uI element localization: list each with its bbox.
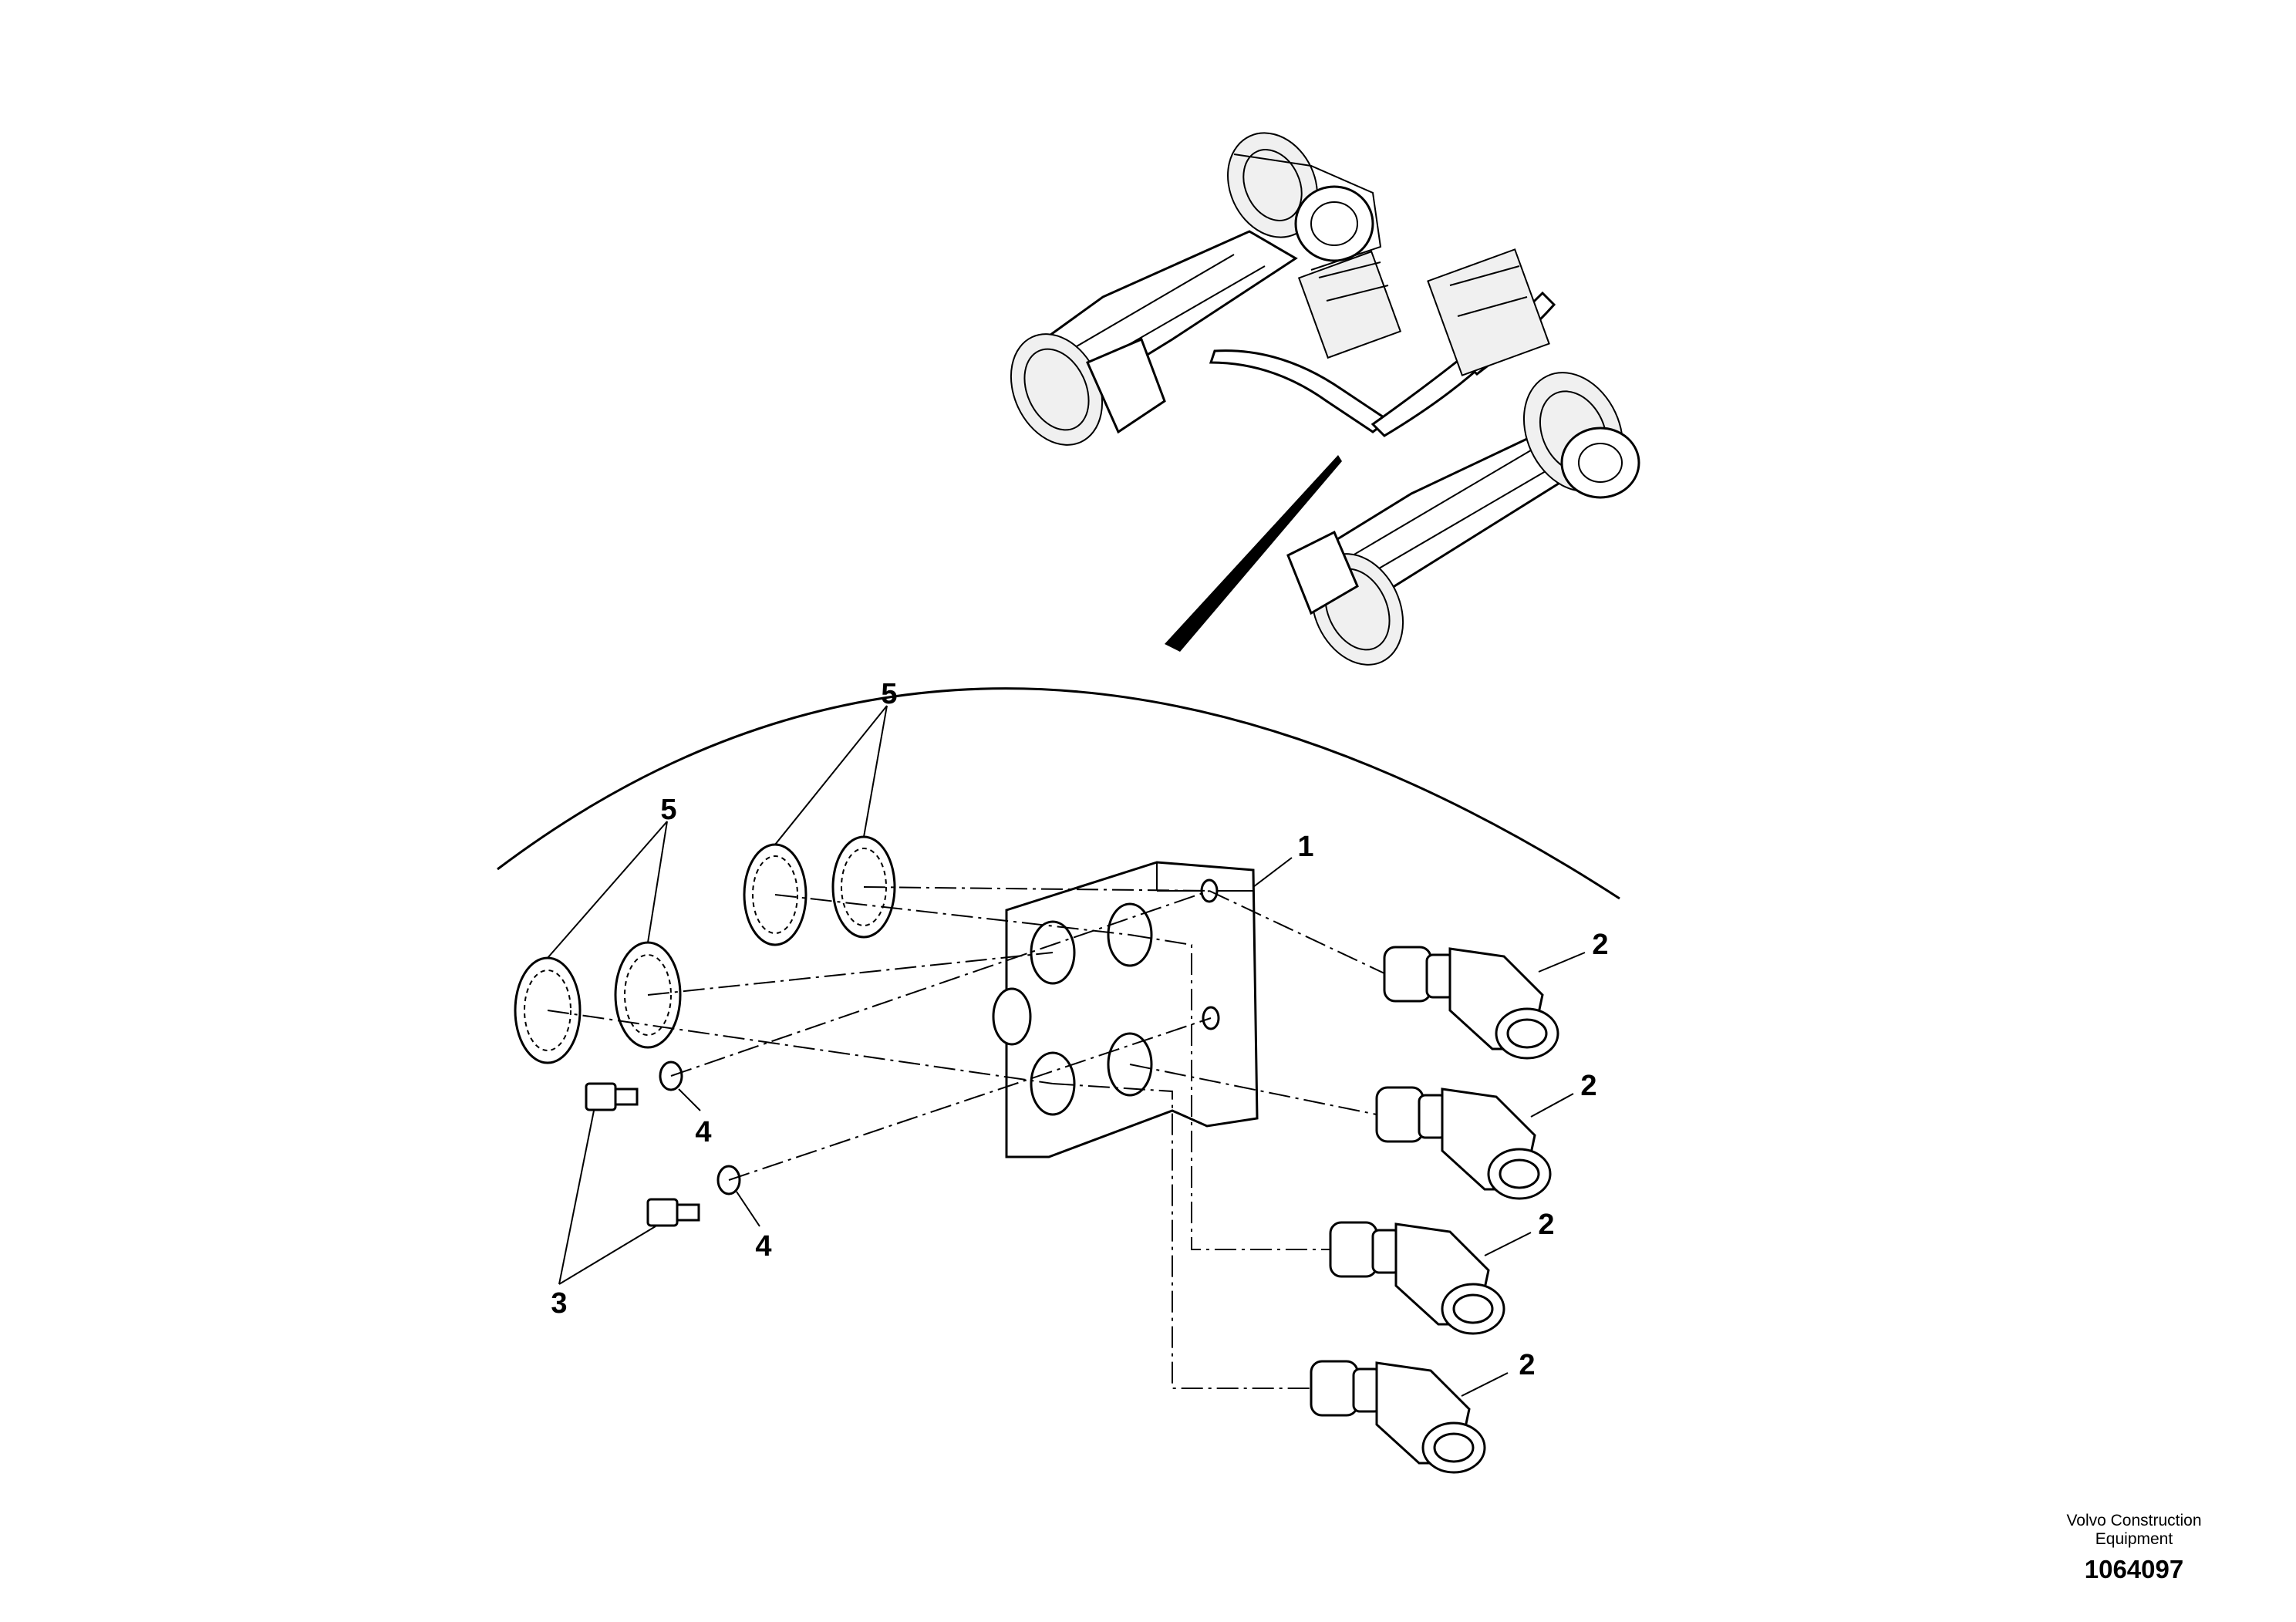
callout-2-adapter-2: 2 bbox=[1580, 1070, 1596, 1102]
right-track-frame bbox=[1286, 372, 1640, 666]
mounting-plate bbox=[992, 861, 1259, 1158]
callout-4-washer-1: 4 bbox=[695, 1116, 711, 1148]
central-hoses bbox=[1209, 248, 1556, 437]
drawing-number: 1064097 bbox=[2084, 1555, 2184, 1583]
adapters bbox=[1310, 946, 1559, 1474]
callout-2-adapter-1: 2 bbox=[1592, 929, 1608, 961]
leader-lines bbox=[547, 705, 1586, 1397]
detail-pointer bbox=[1165, 455, 1342, 652]
bolt-1 bbox=[585, 1082, 639, 1111]
machine-overview bbox=[1010, 132, 1640, 666]
left-track-frame bbox=[1010, 132, 1382, 446]
drawing-credit: Volvo Construction Equipment 1064097 bbox=[2018, 1512, 2250, 1584]
adapter-3 bbox=[1329, 1221, 1505, 1335]
adapter-4 bbox=[1310, 1360, 1486, 1474]
bolt-2 bbox=[646, 1198, 700, 1227]
organization-line-1: Volvo Construction bbox=[2066, 1512, 2202, 1529]
callout-4-washer-2: 4 bbox=[755, 1230, 771, 1263]
callout-5-lower-washers: 5 bbox=[660, 794, 676, 826]
callout-2-adapter-3: 2 bbox=[1538, 1209, 1554, 1241]
bolts bbox=[585, 1082, 700, 1227]
adapter-2 bbox=[1375, 1086, 1552, 1200]
callout-3-bolts: 3 bbox=[551, 1287, 567, 1320]
detail-view-boundary bbox=[497, 687, 1620, 900]
callout-1: 1 bbox=[1297, 831, 1313, 863]
callout-2-adapter-4: 2 bbox=[1519, 1349, 1535, 1381]
callout-labels: 1 2 2 2 2 3 4 4 5 5 bbox=[551, 678, 1608, 1381]
callout-5-upper-washers: 5 bbox=[881, 678, 897, 710]
assembly-center-lines bbox=[547, 886, 1385, 1389]
adapter-1 bbox=[1383, 946, 1559, 1060]
organization-line-2: Equipment bbox=[2095, 1530, 2173, 1548]
lock-washers bbox=[514, 835, 896, 1064]
